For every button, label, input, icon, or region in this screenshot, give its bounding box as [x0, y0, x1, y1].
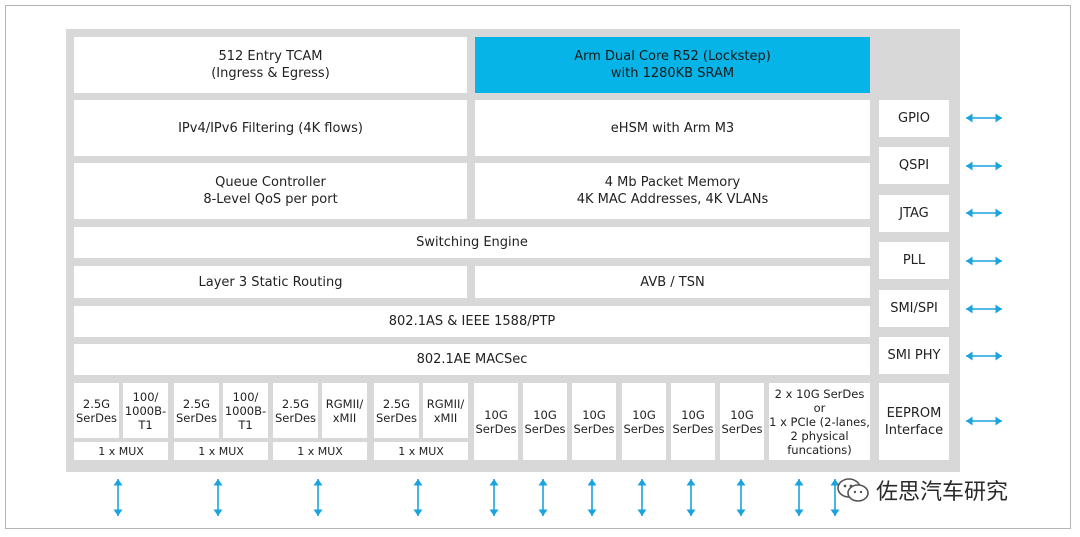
qspi-interface: QSPI — [879, 147, 949, 184]
watermark-text: 佐思汽车研究 — [876, 480, 1009, 505]
port-group-3-left: 2.5G SerDes — [273, 383, 318, 438]
port-arrow-7 — [587, 479, 597, 516]
smi-spi-interface: SMI/SPI — [879, 290, 949, 327]
port-group-1-left: 2.5G SerDes — [74, 383, 119, 438]
port-arrow-6 — [538, 479, 548, 516]
port-group-1-right: 100/ 1000B- T1 — [123, 383, 168, 438]
serdes-10g-4: 10G SerDes — [622, 383, 666, 460]
queue-controller-block: Queue Controller 8-Level QoS per port — [74, 163, 467, 219]
watermark: 佐思汽车研究 — [836, 473, 1008, 507]
port-group-2-right: 100/ 1000B- T1 — [223, 383, 268, 438]
serdes-pcie-block: 2 x 10G SerDes or 1 x PCIe (2-lanes, 2 p… — [769, 383, 870, 460]
packet-memory-block: 4 Mb Packet Memory 4K MAC Addresses, 4K … — [475, 163, 870, 219]
interface-arrow-6 — [966, 351, 1002, 361]
serdes-10g-3: 10G SerDes — [572, 383, 616, 460]
interface-arrow-5 — [966, 304, 1002, 314]
eeprom-interface: EEPROM Interface — [879, 383, 949, 460]
ip-filtering-block: IPv4/IPv6 Filtering (4K flows) — [74, 100, 467, 156]
l3-routing-block: Layer 3 Static Routing — [74, 266, 467, 298]
port-group-3-right: RGMII/ xMII — [322, 383, 367, 438]
diagram-frame — [5, 5, 1071, 529]
serdes-10g-5: 10G SerDes — [671, 383, 715, 460]
interface-arrow-4 — [966, 256, 1002, 266]
port-group-3-mux: 1 x MUX — [273, 442, 367, 460]
serdes-10g-6: 10G SerDes — [720, 383, 764, 460]
gpio-interface: GPIO — [879, 100, 949, 137]
tcam-block: 512 Entry TCAM (Ingress & Egress) — [74, 37, 467, 93]
port-group-4-right: RGMII/ xMII — [423, 383, 468, 438]
interface-arrow-1 — [966, 113, 1002, 123]
wechat-icon — [837, 478, 869, 502]
port-group-2-left: 2.5G SerDes — [174, 383, 219, 438]
port-arrow-2 — [213, 479, 223, 516]
ehsm-block: eHSM with Arm M3 — [475, 100, 870, 156]
port-group-1-mux: 1 x MUX — [74, 442, 168, 460]
port-group-4-left: 2.5G SerDes — [374, 383, 419, 438]
serdes-10g-2: 10G SerDes — [523, 383, 567, 460]
port-group-2-mux: 1 x MUX — [174, 442, 268, 460]
port-arrow-3 — [313, 479, 323, 516]
smi-phy-interface: SMI PHY — [879, 337, 949, 374]
ptp-block: 802.1AS & IEEE 1588/PTP — [74, 306, 870, 337]
port-arrow-12 — [830, 479, 840, 516]
avb-tsn-block: AVB / TSN — [475, 266, 870, 298]
interface-arrow-2 — [966, 161, 1002, 171]
port-group-4-mux: 1 x MUX — [374, 442, 468, 460]
port-arrow-9 — [686, 479, 696, 516]
switching-engine-block: Switching Engine — [74, 227, 870, 258]
macsec-block: 802.1AE MACSec — [74, 344, 870, 375]
interface-arrow-3 — [966, 208, 1002, 218]
interface-arrow-7 — [966, 416, 1002, 426]
port-arrow-10 — [736, 479, 746, 516]
port-arrow-11 — [794, 479, 804, 516]
port-arrow-5 — [489, 479, 499, 516]
jtag-interface: JTAG — [879, 195, 949, 232]
serdes-10g-1: 10G SerDes — [474, 383, 518, 460]
port-arrow-1 — [113, 479, 123, 516]
port-arrow-8 — [637, 479, 647, 516]
arm-r52-block: Arm Dual Core R52 (Lockstep) with 1280KB… — [475, 37, 870, 93]
pll-interface: PLL — [879, 242, 949, 279]
port-arrow-4 — [413, 479, 423, 516]
